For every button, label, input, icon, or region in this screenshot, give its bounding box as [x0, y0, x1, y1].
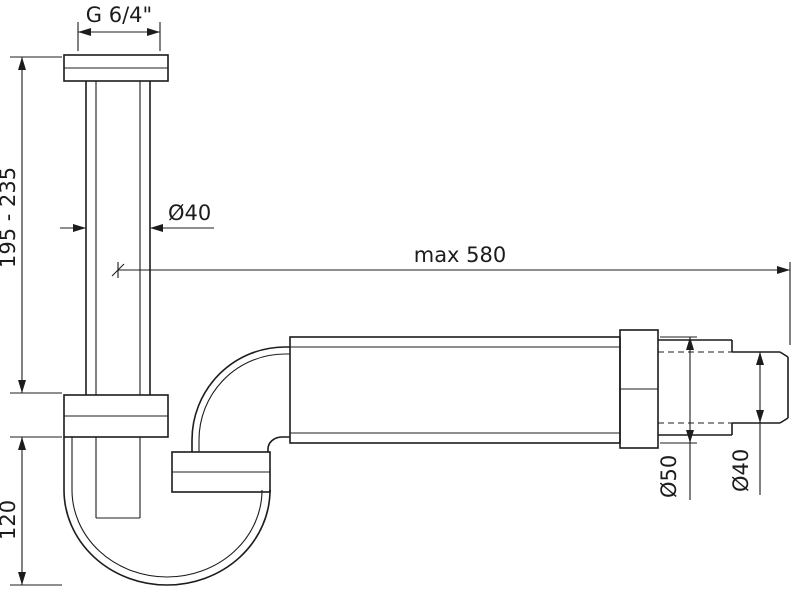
dim-thread-size-label: G 6/4" [86, 3, 152, 27]
dim-outlet-diameter: Ø40 [729, 352, 764, 495]
dim-inlet-diameter-label: Ø40 [168, 201, 211, 225]
dim-outlet-diameter-label: Ø40 [729, 449, 753, 492]
outlet-pipe [658, 339, 789, 436]
dim-max-length: max 580 [111, 243, 791, 345]
dim-hose-diameter: Ø50 [657, 336, 697, 500]
dim-thread-size: G 6/4" [77, 3, 161, 51]
dim-inlet-diameter: Ø40 [60, 201, 214, 232]
dim-hose-diameter-label: Ø50 [657, 455, 681, 498]
dim-trap-depth: 120 [0, 436, 62, 586]
dim-height-range-label: 195 - 235 [0, 167, 20, 268]
dim-trap-depth-label: 120 [0, 500, 20, 540]
dim-max-length-label: max 580 [414, 243, 507, 267]
dim-height-range: 195 - 235 [0, 56, 62, 394]
outlet-union-nut [171, 451, 271, 493]
inlet-pipe-assembly [63, 54, 169, 519]
trap-bowl [63, 437, 271, 586]
elbow [191, 346, 290, 452]
hose-end-nut [619, 329, 659, 449]
